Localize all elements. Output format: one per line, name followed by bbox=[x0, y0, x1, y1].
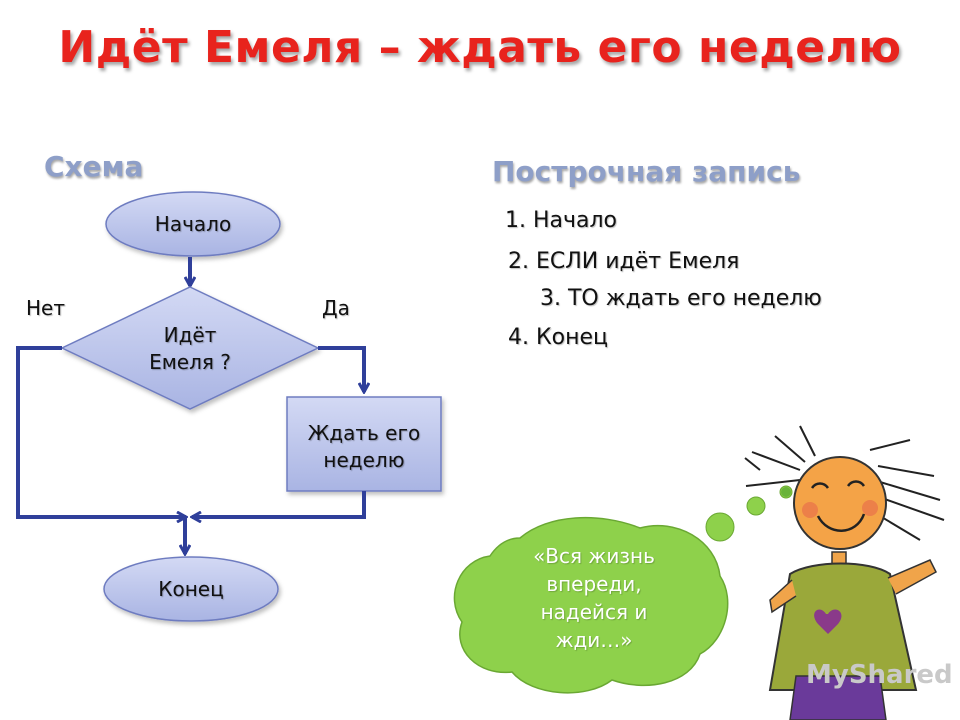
end-node-label: Конец bbox=[158, 577, 224, 601]
action-label-line1: Ждать его bbox=[307, 421, 421, 445]
page-title: Идёт Емеля – ждать его неделю bbox=[58, 22, 902, 73]
listing-label: Построчная запись bbox=[492, 155, 801, 188]
bubble-line-3: надейся и bbox=[540, 600, 648, 624]
no-branch-label: Нет bbox=[26, 296, 65, 320]
watermark: MyShared bbox=[806, 660, 953, 690]
decision-label-line1: Идёт bbox=[163, 323, 217, 347]
bubble-line-1: «Вся жизнь bbox=[533, 544, 655, 568]
arrow-no-branch bbox=[16, 346, 186, 517]
girl-illustration bbox=[744, 425, 945, 720]
decision-node bbox=[60, 286, 320, 410]
listing-step-1: 1. Начало bbox=[505, 208, 618, 233]
yes-branch-label: Да bbox=[322, 296, 350, 320]
listing-step-4: 4. Конец bbox=[508, 325, 608, 350]
thought-bubble bbox=[453, 485, 793, 694]
scheme-label: Схема bbox=[44, 150, 144, 183]
arrow-action-to-merge bbox=[192, 491, 366, 517]
listing-step-2: 2. ЕСЛИ идёт Емеля bbox=[508, 249, 740, 274]
start-node bbox=[105, 191, 281, 257]
action-label-line2: неделю bbox=[323, 448, 405, 472]
decision-label-line2: Емеля ? bbox=[149, 350, 231, 374]
bubble-line-4: жди…» bbox=[555, 628, 633, 652]
end-node bbox=[103, 556, 279, 622]
listing-step-3: 3. ТО ждать его неделю bbox=[540, 286, 822, 311]
bubble-line-2: впереди, bbox=[546, 572, 642, 596]
start-node-label: Начало bbox=[154, 212, 232, 236]
action-node bbox=[286, 396, 442, 492]
arrow-yes-branch bbox=[318, 346, 364, 392]
